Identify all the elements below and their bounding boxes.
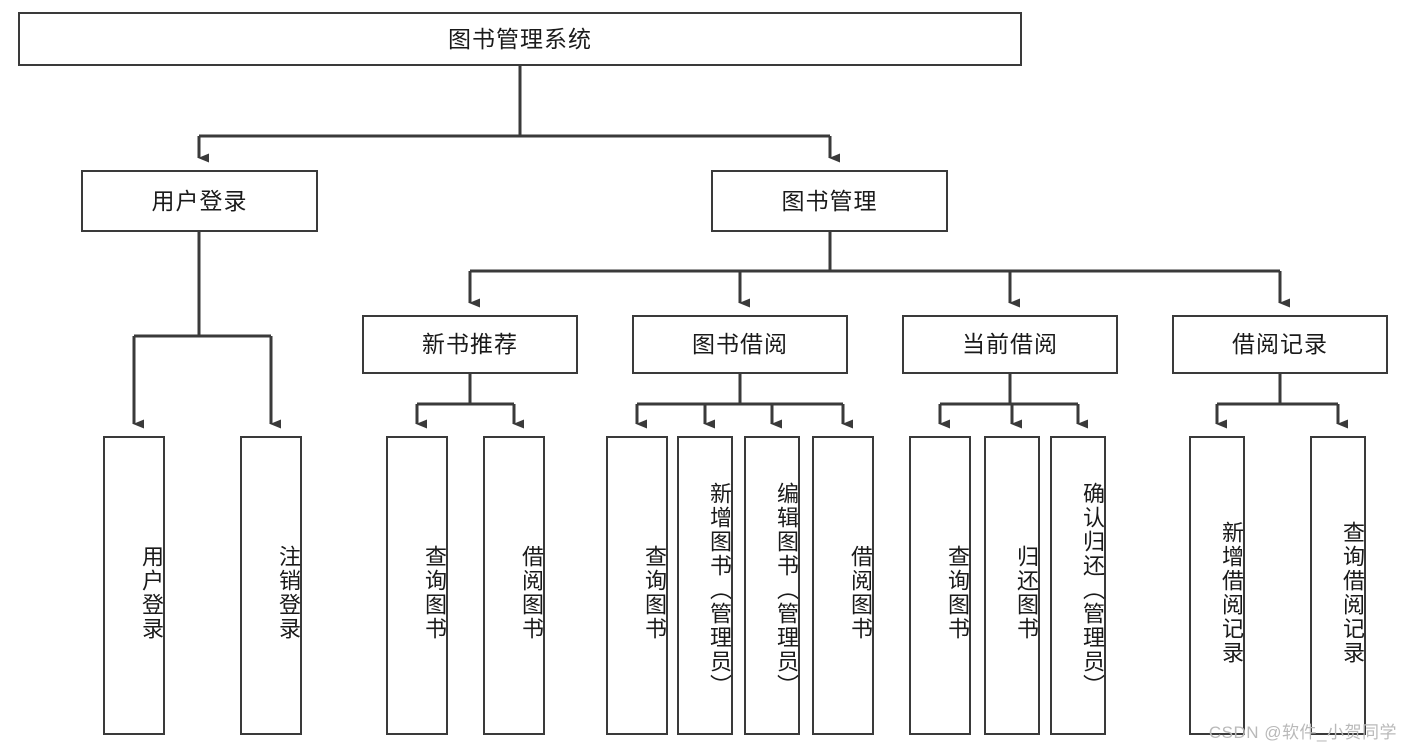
leaf-node[interactable]: 新增图书（管理员）: [677, 436, 733, 735]
leaf-node-label: 查询图书: [642, 544, 667, 641]
csdn-watermark: CSDN @软件_小贺同学: [1208, 723, 1397, 742]
leaf-node-label: 注销登录: [276, 544, 301, 641]
node-new-book-recommend-label: 新书推荐: [422, 331, 518, 358]
leaf-node[interactable]: 新增借阅记录: [1189, 436, 1245, 735]
leaf-node-label: 确认归还（管理员）: [1080, 481, 1105, 698]
node-borrow-record-label: 借阅记录: [1232, 331, 1328, 358]
leaf-node[interactable]: 借阅图书: [483, 436, 545, 735]
leaf-node-label: 借阅图书: [848, 544, 873, 641]
node-user-login-label: 用户登录: [151, 187, 248, 214]
leaf-node[interactable]: 借阅图书: [812, 436, 874, 735]
node-book-management[interactable]: 图书管理: [711, 170, 948, 232]
node-new-book-recommend[interactable]: 新书推荐: [362, 315, 578, 374]
leaf-node-label: 查询图书: [945, 544, 970, 641]
node-current-borrow[interactable]: 当前借阅: [902, 315, 1118, 374]
leaf-node-label: 新增借阅记录: [1219, 520, 1244, 665]
leaf-node-label: 用户登录: [139, 544, 164, 641]
leaf-node[interactable]: 查询图书: [606, 436, 668, 735]
node-root-label: 图书管理系统: [448, 25, 592, 52]
leaf-node-label: 归还图书: [1014, 544, 1039, 641]
node-user-login[interactable]: 用户登录: [81, 170, 318, 232]
leaf-node-label: 借阅图书: [519, 544, 544, 641]
leaf-node-label: 查询借阅记录: [1340, 520, 1365, 665]
leaf-node-label: 编辑图书（管理员）: [774, 481, 799, 698]
leaf-node[interactable]: 归还图书: [984, 436, 1040, 735]
leaf-node[interactable]: 查询借阅记录: [1310, 436, 1366, 735]
node-root[interactable]: 图书管理系统: [18, 12, 1022, 66]
node-book-borrow[interactable]: 图书借阅: [632, 315, 848, 374]
leaf-node[interactable]: 编辑图书（管理员）: [744, 436, 800, 735]
node-book-management-label: 图书管理: [781, 187, 878, 214]
leaf-node[interactable]: 查询图书: [909, 436, 971, 735]
node-borrow-record[interactable]: 借阅记录: [1172, 315, 1388, 374]
leaf-node-label: 查询图书: [422, 544, 447, 641]
node-current-borrow-label: 当前借阅: [962, 331, 1058, 358]
node-book-borrow-label: 图书借阅: [692, 331, 788, 358]
leaf-node[interactable]: 确认归还（管理员）: [1050, 436, 1106, 735]
leaf-node[interactable]: 用户登录: [103, 436, 165, 735]
leaf-node-label: 新增图书（管理员）: [707, 481, 732, 698]
leaf-node[interactable]: 注销登录: [240, 436, 302, 735]
leaf-node[interactable]: 查询图书: [386, 436, 448, 735]
